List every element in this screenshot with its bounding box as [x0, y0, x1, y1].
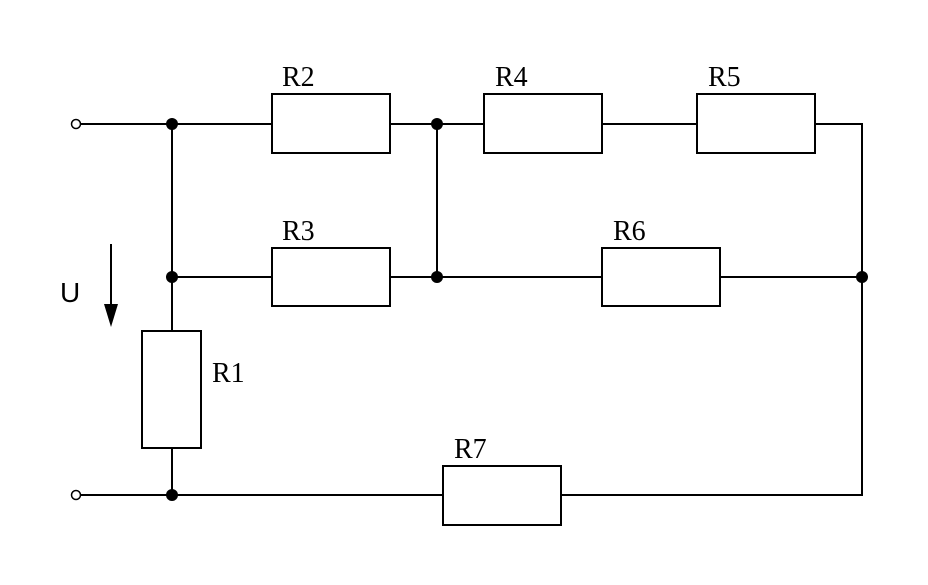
- resistor-r3: [271, 247, 391, 307]
- resistor-r2: [271, 93, 391, 154]
- resistor-label-r2: R2: [282, 62, 315, 93]
- junction-node: [431, 271, 443, 283]
- resistor-r5: [696, 93, 816, 154]
- wires: [80, 123, 863, 496]
- terminal-top: [70, 118, 82, 130]
- resistor-label-r3: R3: [282, 216, 315, 247]
- resistor-label-r6: R6: [613, 216, 646, 247]
- resistor-label-r4: R4: [495, 62, 528, 93]
- resistor-r4: [483, 93, 603, 154]
- terminal-bottom: [70, 489, 82, 501]
- junction-node: [856, 271, 868, 283]
- resistor-r1: [141, 330, 202, 449]
- resistor-r7: [442, 465, 562, 526]
- junctions: [166, 118, 868, 501]
- voltage-label: U: [60, 277, 80, 308]
- junction-node: [166, 118, 178, 130]
- voltage-arrow-icon: [104, 244, 118, 327]
- junction-node: [166, 489, 178, 501]
- junction-node: [431, 118, 443, 130]
- junction-node: [166, 271, 178, 283]
- resistor-label-r1: R1: [212, 358, 245, 389]
- resistors: [141, 93, 816, 526]
- wire-r5-right: [561, 123, 863, 496]
- resistor-r6: [601, 247, 721, 307]
- resistor-label-r5: R5: [708, 62, 741, 93]
- terminals: [70, 118, 82, 501]
- resistor-label-r7: R7: [454, 434, 487, 465]
